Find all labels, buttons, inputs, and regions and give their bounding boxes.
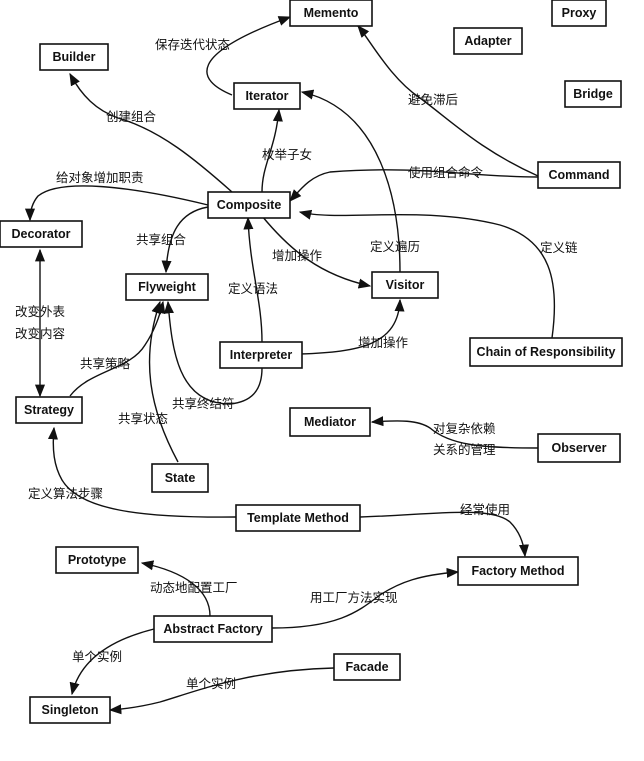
node-label-state: State	[165, 471, 196, 485]
edge-label-change-appearance: 改变外表	[15, 304, 66, 319]
edge-composite-builder	[69, 72, 233, 193]
edge-observer-mediator	[370, 416, 539, 449]
node-mediator[interactable]: Mediator	[289, 407, 371, 437]
node-label-singleton: Singleton	[42, 703, 99, 717]
node-label-chain-of-responsibility: Chain of Responsibility	[477, 345, 616, 359]
node-label-decorator: Decorator	[11, 227, 70, 241]
node-label-mediator: Mediator	[304, 415, 356, 429]
node-abstract-factory[interactable]: Abstract Factory	[153, 615, 273, 643]
node-label-strategy: Strategy	[24, 403, 74, 417]
node-interpreter[interactable]: Interpreter	[219, 341, 303, 369]
node-adapter[interactable]: Adapter	[453, 27, 523, 55]
edge-composite-flyweight	[161, 206, 209, 274]
node-flyweight[interactable]: Flyweight	[125, 273, 209, 301]
node-memento[interactable]: Memento	[289, 0, 373, 27]
node-prototype[interactable]: Prototype	[55, 546, 139, 574]
edge-template-factory-method	[359, 511, 529, 558]
edge-label-single-instance-facade: 单个实例	[186, 676, 236, 691]
edge-chain-composite	[298, 209, 556, 339]
edge-interpreter-visitor	[299, 298, 405, 355]
node-label-composite: Composite	[217, 198, 282, 212]
node-label-memento: Memento	[304, 6, 359, 20]
node-label-proxy: Proxy	[562, 6, 597, 20]
edge-label-share-strategy: 共享策略	[80, 356, 131, 371]
edge-label-add-responsibility: 给对象增加职责	[56, 170, 144, 185]
edge-command-memento	[357, 25, 539, 177]
node-decorator[interactable]: Decorator	[0, 220, 83, 248]
edge-label-share-terminals: 共享终结符	[172, 396, 235, 411]
node-singleton[interactable]: Singleton	[29, 696, 111, 724]
node-bridge[interactable]: Bridge	[564, 80, 622, 108]
node-visitor[interactable]: Visitor	[371, 271, 439, 299]
node-composite[interactable]: Composite	[207, 191, 291, 219]
edge-label-define-grammar: 定义语法	[228, 281, 278, 296]
edge-abstract-factory-factory-method	[271, 567, 460, 629]
edge-interpreter-flyweight	[163, 300, 263, 405]
node-proxy[interactable]: Proxy	[551, 0, 607, 27]
node-facade[interactable]: Facade	[333, 653, 401, 681]
edge-label-define-chain: 定义链	[540, 240, 578, 255]
edge-label-use-composite-command: 使用组合命令	[408, 165, 484, 180]
edge-label-save-iteration-state: 保存迭代状态	[155, 37, 230, 52]
node-label-observer: Observer	[552, 441, 607, 455]
edge-label-define-algorithm-steps: 定义算法步骤	[28, 486, 103, 501]
node-strategy[interactable]: Strategy	[15, 396, 83, 424]
node-builder[interactable]: Builder	[39, 43, 109, 71]
node-label-iterator: Iterator	[245, 89, 288, 103]
edge-label-add-operation-interpreter: 增加操作	[358, 335, 409, 350]
edge-label-create-composite: 创建组合	[106, 109, 157, 124]
node-label-factory-method: Factory Method	[471, 564, 564, 578]
edge-strategy-flyweight	[69, 300, 166, 397]
node-observer[interactable]: Observer	[537, 433, 621, 463]
node-chain-of-responsibility[interactable]: Chain of Responsibility	[469, 337, 623, 367]
edge-label-define-traversal: 定义遍历	[370, 239, 420, 254]
node-label-flyweight: Flyweight	[138, 280, 196, 294]
edge-template-strategy	[47, 426, 237, 518]
edge-composite-decorator	[24, 185, 209, 222]
edge-label-often-used: 经常使用	[460, 502, 510, 517]
node-iterator[interactable]: Iterator	[233, 82, 301, 110]
node-template-method[interactable]: Template Method	[235, 504, 361, 532]
node-label-adapter: Adapter	[464, 34, 511, 48]
node-state[interactable]: State	[151, 463, 209, 493]
edge-state-flyweight	[148, 300, 179, 463]
node-label-facade: Facade	[345, 660, 388, 674]
edge-abstract-factory-prototype	[140, 560, 211, 617]
edge-label-add-operation-visitor: 增加操作	[272, 248, 323, 263]
node-label-visitor: Visitor	[386, 278, 425, 292]
edge-label-relationship-management: 关系的管理	[433, 442, 496, 457]
edge-label-share-state: 共享状态	[118, 411, 168, 426]
node-label-builder: Builder	[52, 50, 95, 64]
edge-visitor-iterator	[300, 89, 401, 273]
edge-iterator-memento	[206, 16, 292, 96]
node-label-abstract-factory: Abstract Factory	[163, 622, 262, 636]
node-factory-method[interactable]: Factory Method	[457, 556, 579, 586]
node-label-bridge: Bridge	[573, 87, 613, 101]
edge-interpreter-composite	[243, 216, 263, 343]
edge-label-enumerate-children: 枚举子女	[262, 147, 312, 162]
node-command[interactable]: Command	[537, 161, 621, 189]
node-label-template-method: Template Method	[247, 511, 349, 525]
edge-facade-singleton	[108, 667, 335, 715]
edge-label-single-instance-abstract-factory: 单个实例	[72, 649, 122, 664]
edge-abstract-factory-singleton	[69, 628, 155, 696]
edge-label-change-content: 改变内容	[15, 326, 65, 341]
edge-command-composite	[289, 169, 539, 202]
edge-composite-visitor	[261, 215, 372, 289]
edge-label-avoid-lag: 避免滞后	[408, 92, 458, 107]
edge-label-implement-with-factory-method: 用工厂方法实现	[310, 590, 398, 605]
node-label-command: Command	[548, 168, 609, 182]
edge-label-share-composite: 共享组合	[136, 232, 187, 247]
node-label-interpreter: Interpreter	[230, 348, 293, 362]
edge-label-complex-dependency: 对复杂依赖	[433, 421, 496, 436]
edge-composite-iterator	[261, 108, 283, 193]
node-label-prototype: Prototype	[68, 553, 126, 567]
edge-label-configure-factory: 动态地配置工厂	[150, 580, 238, 595]
